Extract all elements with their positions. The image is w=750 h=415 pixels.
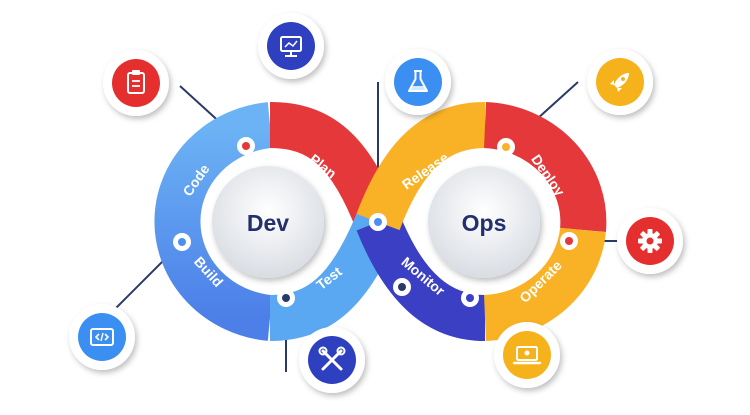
node-dot-release xyxy=(369,213,387,231)
tools-icon xyxy=(299,327,365,393)
node-dots xyxy=(173,137,578,307)
ops-hub-circle xyxy=(428,166,540,278)
node-dot-build xyxy=(173,233,191,251)
node-dot-monitor xyxy=(461,289,479,307)
dev-hub-label: Dev xyxy=(247,210,289,236)
node-dot-operate xyxy=(560,232,578,250)
flask-icon xyxy=(385,49,451,115)
node-dot-monitor-2 xyxy=(393,278,411,296)
ops-hub-label: Ops xyxy=(462,210,507,236)
segment-release xyxy=(356,102,486,231)
node-dot-code xyxy=(237,137,255,155)
monitor-icon xyxy=(258,13,324,79)
segment-operate xyxy=(483,226,606,341)
node-dot-deploy xyxy=(497,138,515,156)
clipboard-icon xyxy=(103,50,169,116)
code-icon xyxy=(69,304,135,370)
segment-deploy xyxy=(483,102,607,233)
segment-dev-blue xyxy=(154,102,273,341)
laptop-icon xyxy=(494,322,560,388)
gear-icon xyxy=(617,208,683,274)
dev-hub: Dev xyxy=(212,166,324,278)
ops-hub: Ops xyxy=(428,166,540,278)
rocket-icon xyxy=(587,49,653,115)
node-dot-test xyxy=(277,289,295,307)
infinity-loop xyxy=(154,102,607,341)
dev-hub-circle xyxy=(212,166,324,278)
segment-monitor xyxy=(356,213,487,341)
